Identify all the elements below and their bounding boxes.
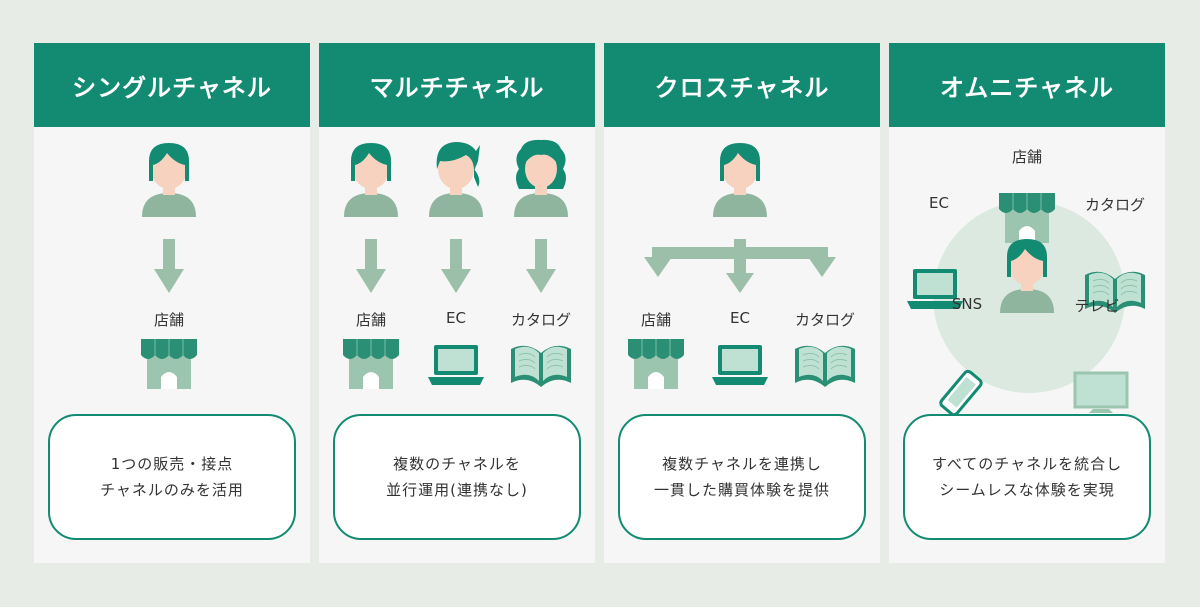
catalog-book-icon [510,345,572,388]
down-arrow-icon [441,239,471,293]
customer-icon [429,142,483,217]
laptop-icon [428,345,484,385]
label-catalog: カタログ [1084,196,1146,214]
down-arrow-icon [154,239,184,293]
panel-title: シングルチャネル [34,43,310,127]
description-box: 1つの販売・接点 チャネルのみを活用 [48,414,296,540]
customer-icon [713,143,767,217]
down-arrow-icon [526,239,556,293]
description-line: チャネルのみを活用 [100,481,244,499]
label-sns: SNS [951,295,983,313]
description-line: 1つの販売・接点 [110,455,234,473]
customer-icon [514,139,568,217]
panel-omni-channel: オムニチャネル 店舗 EC カタログ SNS テレビ すべてのチャネルを統合し … [889,43,1165,563]
description-line: すべてのチャネルを統合し [931,455,1123,473]
label-tv: テレビ [1074,297,1120,315]
label-ec: EC [730,309,750,327]
label-catalog: カタログ [510,311,572,329]
description-box: 複数チャネルを連携し 一貫した購買体験を提供 [618,414,866,540]
cross-channel-diagram [627,143,856,390]
description-line: 一貫した購買体験を提供 [653,481,830,499]
store-icon [342,338,400,390]
label-catalog: カタログ [794,311,856,329]
catalog-book-icon [794,345,856,388]
description-line: 複数チャネルを連携し [662,455,822,473]
laptop-icon [712,345,768,385]
panel-title: クロスチャネル [604,43,880,127]
panel-single-channel: シングルチャネル 店舗 1つの販売・接点 チャネルのみを活用 [34,43,310,563]
description-box: 複数のチャネルを 並行運用(連携なし) [333,414,581,540]
store-icon [627,338,685,390]
customer-icon [1000,239,1054,313]
down-arrow-icon [356,239,386,293]
description-box: すべてのチャネルを統合し シームレスな体験を実現 [903,414,1151,540]
customer-icon [344,143,398,217]
label-ec: EC [929,194,949,212]
single-channel-diagram [140,143,198,390]
label-store: 店舗 [153,311,185,329]
panel-cross-channel: クロスチャネル 店舗 EC カタログ 複数チャネルを連携し 一貫した購買体験を提… [604,43,880,563]
label-ec: EC [446,309,466,327]
store-icon [140,338,198,390]
branch-arrow [644,239,836,293]
label-store: 店舗 [640,311,672,329]
tv-icon [1073,371,1129,415]
description-line: 複数のチャネルを [393,455,521,473]
store-icon [998,192,1056,244]
label-store: 店舗 [1011,148,1043,166]
smartphone-icon [937,368,985,417]
label-store: 店舗 [355,311,387,329]
multi-channel-diagram [342,139,572,390]
omni-channel-diagram [907,192,1146,417]
panel-title: オムニチャネル [889,43,1165,127]
panel-title: マルチチャネル [319,43,595,127]
panel-multi-channel: マルチチャネル 店舗 EC カタログ 複数のチャネルを 並行運用(連携なし) [319,43,595,563]
customer-icon [142,143,196,217]
description-line: シームレスな体験を実現 [939,481,1115,499]
description-line: 並行運用(連携なし) [386,481,528,499]
